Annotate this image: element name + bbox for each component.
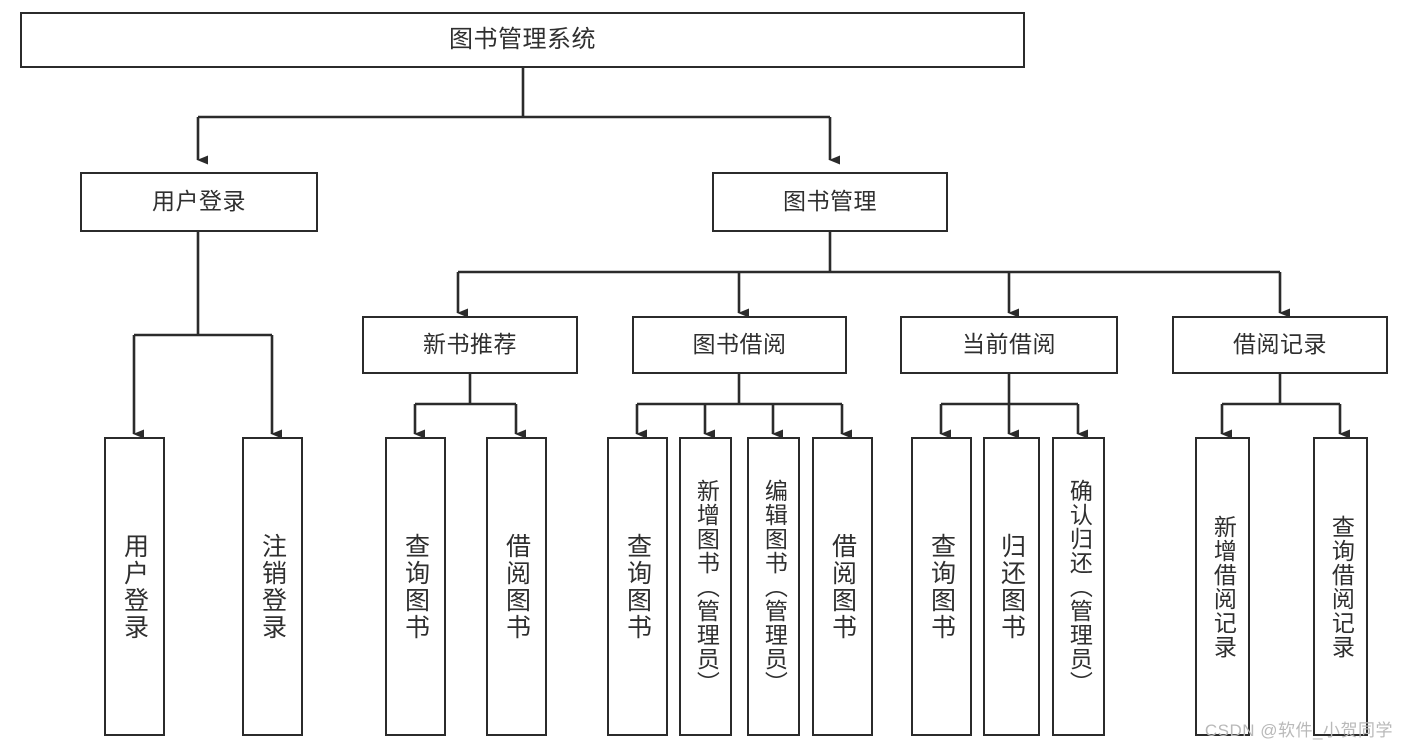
node-borrow-record-label: 借阅记录	[1233, 331, 1327, 358]
connector-book-borrow-branch	[635, 374, 852, 439]
node-current-borrow[interactable]: 当前借阅	[900, 316, 1118, 374]
node-book-borrow-label: 图书借阅	[692, 331, 787, 358]
node-leaf-user-logout-label: 注销登录	[258, 532, 287, 641]
node-leaf-borrow-book-1[interactable]: 借阅图书	[486, 437, 547, 736]
node-book-management[interactable]: 图书管理	[712, 172, 948, 232]
node-leaf-query-book-3[interactable]: 查询图书	[911, 437, 972, 736]
node-leaf-borrow-book-2-label: 借阅图书	[828, 532, 857, 641]
node-leaf-return-book-label: 归还图书	[997, 532, 1026, 641]
node-borrow-record[interactable]: 借阅记录	[1172, 316, 1388, 374]
node-leaf-edit-book-label: 编辑图书（管理员）	[761, 478, 788, 695]
node-leaf-query-book-3-label: 查询图书	[927, 532, 956, 641]
node-root[interactable]: 图书管理系统	[20, 12, 1025, 68]
node-leaf-add-record-label: 新增借阅记录	[1210, 514, 1237, 659]
node-current-borrow-label: 当前借阅	[962, 331, 1056, 358]
connector-book-management-branch	[456, 232, 1290, 318]
node-leaf-user-logout[interactable]: 注销登录	[242, 437, 303, 736]
node-book-borrow[interactable]: 图书借阅	[632, 316, 847, 374]
node-root-label: 图书管理系统	[449, 25, 596, 53]
node-user-login-label: 用户登录	[152, 188, 246, 215]
node-leaf-query-record-label: 查询借阅记录	[1328, 514, 1355, 659]
node-leaf-query-book-2-label: 查询图书	[623, 532, 652, 641]
node-leaf-edit-book[interactable]: 编辑图书（管理员）	[747, 437, 800, 736]
connector-current-borrow-branch	[939, 374, 1088, 439]
node-leaf-query-book-2[interactable]: 查询图书	[607, 437, 668, 736]
connector-new-book-recommend-branch	[413, 374, 526, 439]
node-user-login[interactable]: 用户登录	[80, 172, 318, 232]
connector-user-login-branch	[132, 232, 282, 439]
node-leaf-confirm-return[interactable]: 确认归还（管理员）	[1052, 437, 1105, 736]
connector-root-trunk	[196, 68, 840, 165]
node-leaf-query-record[interactable]: 查询借阅记录	[1313, 437, 1368, 736]
node-leaf-user-login[interactable]: 用户登录	[104, 437, 165, 736]
node-book-management-label: 图书管理	[783, 188, 877, 215]
node-leaf-add-record[interactable]: 新增借阅记录	[1195, 437, 1250, 736]
node-leaf-add-book[interactable]: 新增图书（管理员）	[679, 437, 732, 736]
node-leaf-user-login-label: 用户登录	[120, 532, 149, 641]
node-leaf-query-book-1-label: 查询图书	[401, 532, 430, 641]
node-new-book-recommend-label: 新书推荐	[423, 331, 517, 358]
node-leaf-query-book-1[interactable]: 查询图书	[385, 437, 446, 736]
node-leaf-add-book-label: 新增图书（管理员）	[693, 478, 720, 695]
node-leaf-borrow-book-2[interactable]: 借阅图书	[812, 437, 873, 736]
node-leaf-confirm-return-label: 确认归还（管理员）	[1066, 478, 1093, 695]
node-new-book-recommend[interactable]: 新书推荐	[362, 316, 578, 374]
node-leaf-borrow-book-1-label: 借阅图书	[502, 532, 531, 641]
node-leaf-return-book[interactable]: 归还图书	[983, 437, 1040, 736]
csdn-watermark: CSDN @软件_小贺同学	[1204, 721, 1393, 740]
connector-borrow-record-branch	[1220, 374, 1350, 439]
